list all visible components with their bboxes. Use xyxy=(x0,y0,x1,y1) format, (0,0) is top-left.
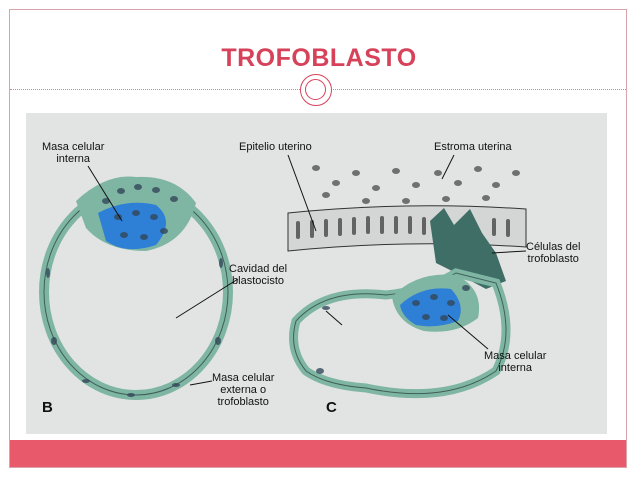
panel-c-epithelium-nuclei xyxy=(296,216,510,239)
panel-b-inner-mass xyxy=(98,202,166,250)
panel-c-stroma-cells xyxy=(312,165,520,204)
label-inner-mass-c: Masa celular interna xyxy=(484,350,547,374)
divider-ornament xyxy=(300,74,332,106)
panel-c-implantation xyxy=(287,154,527,399)
label-inner-mass-b: Masa celular interna xyxy=(42,141,105,165)
label-uterine-epithelium: Epitelio uterino xyxy=(239,141,312,153)
slide-title: TROFOBLASTO xyxy=(221,44,417,72)
panel-c-leader-lines xyxy=(287,154,527,350)
slide-frame xyxy=(9,9,627,468)
panel-c-wall-outline xyxy=(293,272,507,395)
blastocyst-figure: Masa celular interna Cavidad del blastoc… xyxy=(26,113,607,434)
panel-b-leader-lines xyxy=(87,165,239,386)
panel-c-epithelium xyxy=(287,205,527,252)
footer-bar xyxy=(10,440,626,467)
label-trophoblast-cells: Células del trofoblasto xyxy=(526,241,581,265)
label-uterine-stroma: Estroma uterina xyxy=(434,141,512,153)
panel-b-blastocyst xyxy=(39,165,239,400)
blastocyst-drawing xyxy=(39,154,527,400)
panel-b-letter: B xyxy=(42,399,53,416)
panel-c-letter: C xyxy=(326,399,337,416)
panel-c-nuclei xyxy=(316,285,470,374)
panel-b-nuclei xyxy=(46,184,223,397)
label-outer-mass: Masa celular externa o trofoblasto xyxy=(212,372,275,408)
panel-c-syncytiotrophoblast xyxy=(430,208,506,289)
label-blastocyst-cavity: Cavidad del blastocisto xyxy=(229,263,288,287)
divider-ornament-inner xyxy=(305,79,326,100)
